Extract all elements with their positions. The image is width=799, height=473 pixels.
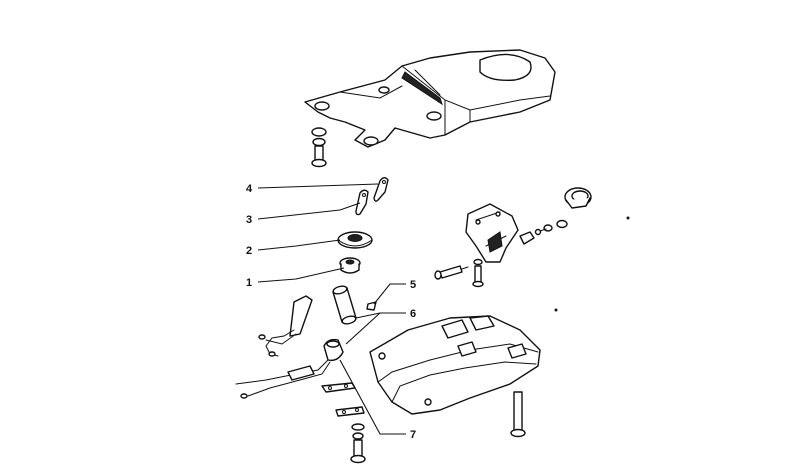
upper-cover-housing <box>304 49 556 148</box>
callout-7: 7 <box>410 429 416 441</box>
callout-5: 5 <box>410 279 416 291</box>
long-bolt <box>510 391 526 438</box>
leader-1 <box>257 267 345 283</box>
knob-cap <box>564 187 592 209</box>
callout-4: 4 <box>246 183 253 195</box>
leader-lines <box>257 183 406 435</box>
cylinder-part-6 <box>332 285 357 325</box>
wiring-harness <box>240 295 313 399</box>
grommet-part-1 <box>339 257 361 274</box>
bracket-plates <box>321 382 365 417</box>
lower-tray-cover <box>369 315 541 415</box>
leader-4 <box>257 183 379 189</box>
switch-part-7 <box>235 338 344 397</box>
leader-6 <box>355 312 406 319</box>
callout-3: 3 <box>246 214 252 226</box>
callout-6: 6 <box>410 308 416 320</box>
mounting-bolt-stack <box>311 127 327 168</box>
leader-3 <box>257 202 361 220</box>
mounting-bracket <box>465 203 519 263</box>
stray-mark <box>626 216 630 220</box>
lever-part-3 <box>355 189 369 216</box>
bracket-screw <box>434 258 484 288</box>
leader-2 <box>257 239 341 251</box>
callout-1: 1 <box>246 277 252 289</box>
stray-mark <box>554 308 558 312</box>
lever-part-4 <box>373 177 389 202</box>
leader-6b <box>345 312 381 345</box>
leader-5 <box>373 283 406 305</box>
callout-numbers: 4 3 2 1 5 6 7 <box>246 183 416 441</box>
lower-bolt-stack <box>350 423 366 464</box>
adjuster-screw-parts <box>519 219 568 245</box>
clip-part-5 <box>366 301 377 311</box>
callout-2: 2 <box>246 245 252 257</box>
bushing-part-2 <box>337 231 373 249</box>
leader-7 <box>339 359 406 435</box>
